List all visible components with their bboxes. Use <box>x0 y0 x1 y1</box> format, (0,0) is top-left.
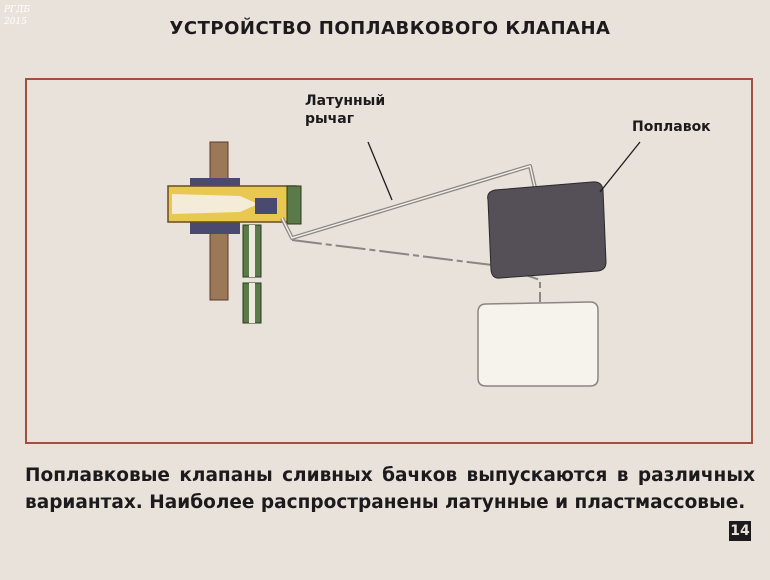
lever-label-line: Латунный <box>305 93 386 109</box>
lever-label-line: рычаг <box>305 111 355 127</box>
valve-cap <box>286 185 302 225</box>
float <box>487 181 607 279</box>
slide-title: УСТРОЙСТВО ПОПЛАВКОВОГО КЛАПАНА <box>169 18 611 39</box>
float-label: Поплавок <box>632 119 711 135</box>
nut-top <box>190 178 240 188</box>
caption: Поплавковые клапаны сливных бачков выпус… <box>25 465 755 513</box>
lever-label: Латунный рычаг <box>305 92 385 128</box>
inlet-channel <box>172 194 258 214</box>
watermark-line: РГДБ <box>4 5 30 15</box>
valve-seat <box>255 198 277 214</box>
float-lower-position <box>477 301 599 387</box>
float-leader-line <box>599 141 641 193</box>
lever-leader-line <box>367 141 393 201</box>
page-number: 14 <box>729 521 751 541</box>
diagram-frame <box>25 78 753 444</box>
nut-bottom <box>190 222 240 234</box>
watermark-line: 2015 <box>4 17 27 27</box>
watermark: РГДБ 2015 <box>4 4 30 28</box>
